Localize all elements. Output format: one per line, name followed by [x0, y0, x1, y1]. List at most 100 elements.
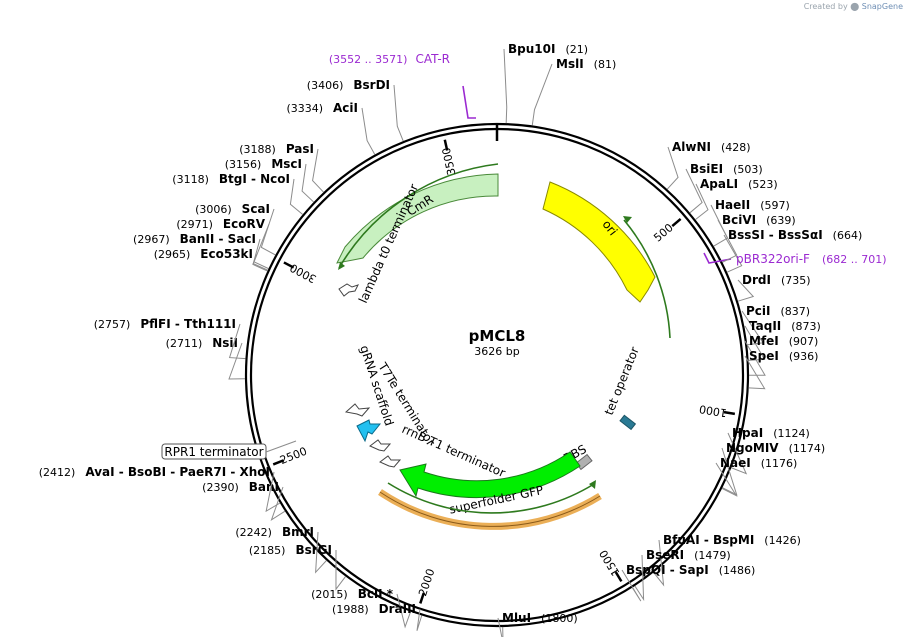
- site-leader-line: [741, 310, 764, 346]
- site-position: (3406): [307, 79, 344, 92]
- cat-r-primer-mark: [462, 85, 476, 119]
- site-leader-line: [228, 323, 246, 360]
- pbr322ori-f-primer-mark: [703, 252, 732, 264]
- site-label-apali[interactable]: ApaLI(523): [700, 177, 778, 191]
- site-name: DraIII: [379, 602, 416, 616]
- site-leader-line: [312, 148, 324, 193]
- site-label-msci[interactable]: (3156)MscI: [225, 157, 302, 171]
- site-position: (735): [781, 274, 811, 287]
- primer-label-pbr322ori-f[interactable]: pBR322ori-F(682 .. 701): [736, 252, 887, 266]
- site-label-bmri[interactable]: (2242)BmrI: [235, 525, 314, 539]
- site-name: BspQI - SapI: [626, 563, 709, 577]
- site-label-nsii[interactable]: (2711)NsiI: [166, 336, 238, 350]
- site-leader-line: [253, 223, 270, 270]
- site-leader-line: [721, 447, 738, 496]
- site-name: EcoRV: [223, 217, 266, 231]
- site-label-bseri[interactable]: BseRI (1479): [646, 548, 731, 562]
- site-label-ecorv[interactable]: (2971) EcoRV: [176, 217, 265, 231]
- site-position: (21): [565, 43, 588, 56]
- site-label-btgi-ncoi[interactable]: (3118)BtgI - NcoI: [172, 172, 290, 186]
- site-name: TaqII: [749, 319, 781, 333]
- site-label-bcivi[interactable]: BciVI(639): [722, 213, 796, 227]
- scale-tick: [614, 571, 623, 583]
- site-leader-line: [301, 163, 315, 203]
- site-label-bfuai-bspmi[interactable]: BfuAI - BspMI(1426): [663, 533, 801, 547]
- grna-scaffold-feature[interactable]: [356, 419, 382, 443]
- site-leader-line: [335, 549, 346, 591]
- site-label-msli[interactable]: MslI (81): [556, 57, 616, 71]
- site-position: (81): [594, 58, 617, 71]
- primer-name: CAT-R: [415, 52, 450, 66]
- site-leader-line: [634, 554, 645, 602]
- site-label-naei[interactable]: NaeI(1176): [720, 456, 797, 470]
- gfp-strand-line: [387, 482, 595, 514]
- site-label-haeii[interactable]: HaeII(597): [715, 198, 790, 212]
- site-label-taqii[interactable]: TaqII(873): [749, 319, 821, 333]
- site-position: (2971): [176, 218, 213, 231]
- site-label-bsrdi[interactable]: (3406)BsrDI: [307, 78, 390, 92]
- site-label-pcii[interactable]: PciI(837): [746, 304, 810, 318]
- lambda-t0-terminator-feature[interactable]: [338, 283, 359, 297]
- rrnb-t1-terminator-feature[interactable]: [369, 439, 392, 452]
- site-name: SpeI: [749, 349, 779, 363]
- site-position: (1479): [694, 549, 731, 562]
- superfolder-gfp-feature[interactable]: [399, 451, 581, 499]
- site-position: (1176): [761, 457, 798, 470]
- scale-tick: [419, 592, 425, 604]
- ori-feature[interactable]: [542, 181, 656, 303]
- site-name: BfuAI - BspMI: [663, 533, 754, 547]
- site-name: BseRI: [646, 548, 684, 562]
- site-name: MscI: [271, 157, 302, 171]
- site-leader-line: [723, 234, 743, 273]
- site-label-ngomiv[interactable]: NgoMIV(1174): [726, 441, 825, 455]
- site-position: (428): [721, 141, 751, 154]
- site-name: BanI: [249, 480, 279, 494]
- primer-label-cat-r[interactable]: (3552 .. 3571)CAT-R: [329, 52, 450, 66]
- site-label-bsssi-bsss-i[interactable]: BssSI - BssSαI (664): [728, 228, 862, 242]
- site-label-drdi[interactable]: DrdI(735): [742, 273, 811, 287]
- scale-tick: [671, 217, 682, 228]
- cmr-strand-arrowhead-icon: [338, 262, 345, 270]
- site-leader-line: [744, 355, 766, 390]
- site-name: BssSI - BssSαI: [728, 228, 823, 242]
- site-label-mfei[interactable]: MfeI(907): [749, 334, 818, 348]
- site-label-pasi[interactable]: (3188)PasI: [239, 142, 314, 156]
- site-label-hpai[interactable]: HpaI(1124): [732, 426, 810, 440]
- scale-tick-label: 1500: [597, 547, 623, 578]
- site-label-draiii[interactable]: (1988)DraIII: [332, 602, 416, 616]
- site-label-bsiei[interactable]: BsiEI(503): [690, 162, 763, 176]
- site-label-eco53ki[interactable]: (2965)Eco53kI: [154, 247, 253, 261]
- restriction-sites: Bpu10I(21)MslI (81) AlwNI(428) BsiEI(503)Ap…: [39, 42, 862, 637]
- site-name: AciI: [333, 101, 358, 115]
- ori-strand-line: [623, 219, 671, 339]
- site-label-alwni[interactable]: AlwNI(428): [672, 140, 751, 154]
- site-label-bani[interactable]: (2390)BanI: [202, 480, 279, 494]
- tet-operator-feature[interactable]: [619, 414, 637, 431]
- site-label-bsrgi[interactable]: (2185)BsrGI: [249, 543, 332, 557]
- site-label-bpu10i[interactable]: Bpu10I(21): [508, 42, 588, 56]
- site-label-bspqi-sapi[interactable]: BspQI - SapI(1486): [626, 563, 755, 577]
- cmr-feature[interactable]: [336, 173, 499, 264]
- site-name: MslI: [556, 57, 584, 71]
- site-label-mlui[interactable]: MluI(1800): [502, 611, 578, 625]
- site-position: (597): [760, 199, 790, 212]
- site-label-spei[interactable]: SpeI(936): [749, 349, 818, 363]
- site-label-acii[interactable]: (3334)AciI: [286, 101, 358, 115]
- site-label-bcli[interactable]: (2015)BclI *: [311, 587, 394, 601]
- scale-tick: [272, 459, 284, 466]
- rrnb-t1-terminator-feature-2[interactable]: [379, 455, 402, 468]
- site-label-avai-bsobi-paer7i-xhoi[interactable]: (2412)AvaI - BsoBI - PaeR7I - XhoI: [39, 465, 270, 479]
- site-name: PflFI - Tth111I: [140, 317, 236, 331]
- site-label-pflfi-tth111i[interactable]: (2757)PflFI - Tth111I: [94, 317, 236, 331]
- site-position: (664): [833, 229, 863, 242]
- site-leader-line: [270, 486, 286, 522]
- site-leader-line: [715, 462, 738, 497]
- site-label-scai[interactable]: (3006)ScaI: [195, 202, 270, 216]
- t7te-terminator-feature[interactable]: [344, 403, 371, 417]
- site-position: (2965): [154, 248, 191, 261]
- rpr1-terminator-label: RPR1 terminator: [164, 445, 263, 459]
- site-position: (2185): [249, 544, 286, 557]
- site-position: (1800): [541, 612, 578, 625]
- site-label-banii-saci[interactable]: (2967)BanII - SacI: [133, 232, 256, 246]
